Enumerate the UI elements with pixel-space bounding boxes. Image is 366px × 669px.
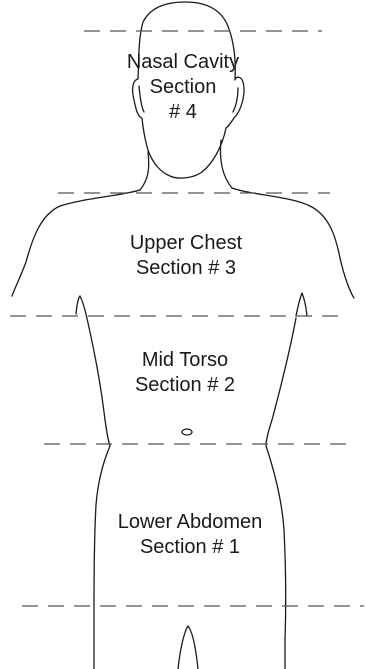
section-4-title: Section — [108, 75, 258, 100]
section-1-title: Section # 1 — [90, 535, 290, 560]
section-1-label: Lower Abdomen Section # 1 — [90, 510, 290, 560]
section-4-name: Nasal Cavity — [108, 50, 258, 75]
section-3-title: Section # 3 — [96, 256, 276, 281]
section-4-label: Nasal Cavity Section # 4 — [108, 50, 258, 125]
navel — [182, 429, 192, 435]
section-2-title: Section # 2 — [100, 373, 270, 398]
neck-right — [220, 140, 232, 188]
section-3-label: Upper Chest Section # 3 — [96, 231, 276, 281]
section-3-name: Upper Chest — [96, 231, 276, 256]
section-2-name: Mid Torso — [100, 348, 270, 373]
section-2-label: Mid Torso Section # 2 — [100, 348, 270, 398]
left-armpit — [76, 296, 86, 314]
section-1-name: Lower Abdomen — [90, 510, 290, 535]
right-armpit — [296, 293, 307, 316]
right-torso — [266, 318, 296, 669]
section-4-number: # 4 — [108, 100, 258, 125]
inner-leg — [178, 626, 198, 669]
neck-left — [140, 152, 149, 190]
